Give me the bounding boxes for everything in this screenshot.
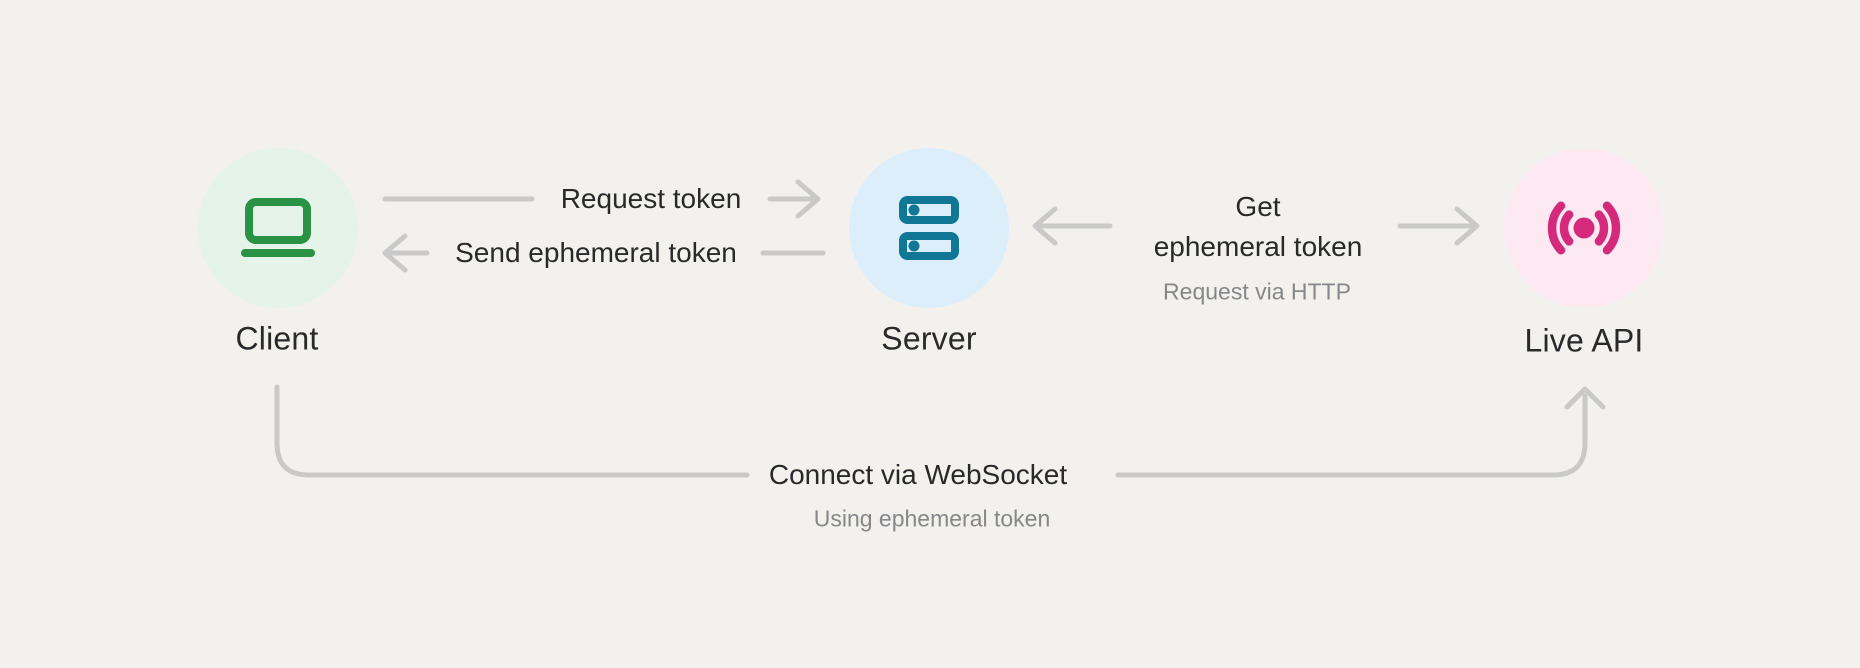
websocket-connector-left-path xyxy=(274,384,750,478)
get-ephemeral-token-right-arrow xyxy=(1397,206,1480,246)
server-node xyxy=(849,148,1009,308)
send-ephemeral-token-label: Send ephemeral token xyxy=(455,237,737,268)
live-api-node xyxy=(1504,148,1664,308)
laptop-icon xyxy=(241,198,315,257)
request-token-arrow xyxy=(767,179,821,219)
server-label: Server xyxy=(881,320,977,357)
live-api-label: Live API xyxy=(1524,322,1644,359)
request-via-http-label: Request via HTTP xyxy=(1163,278,1351,305)
request-token-label: Request token xyxy=(560,183,742,214)
websocket-arrowhead xyxy=(1564,386,1606,410)
server-icon xyxy=(899,196,959,260)
get-ephemeral-token-label: Get ephemeral token xyxy=(1153,191,1363,262)
get-ephemeral-token-left-arrow xyxy=(1032,206,1113,246)
client-label: Client xyxy=(235,320,319,357)
using-ephemeral-token-label: Using ephemeral token xyxy=(813,505,1051,532)
send-ephemeral-token-arrow xyxy=(382,233,430,273)
connect-websocket-label: Connect via WebSocket xyxy=(768,459,1068,490)
websocket-connector-right-path xyxy=(1115,393,1588,478)
broadcast-icon xyxy=(1547,201,1621,255)
client-node xyxy=(198,148,358,308)
